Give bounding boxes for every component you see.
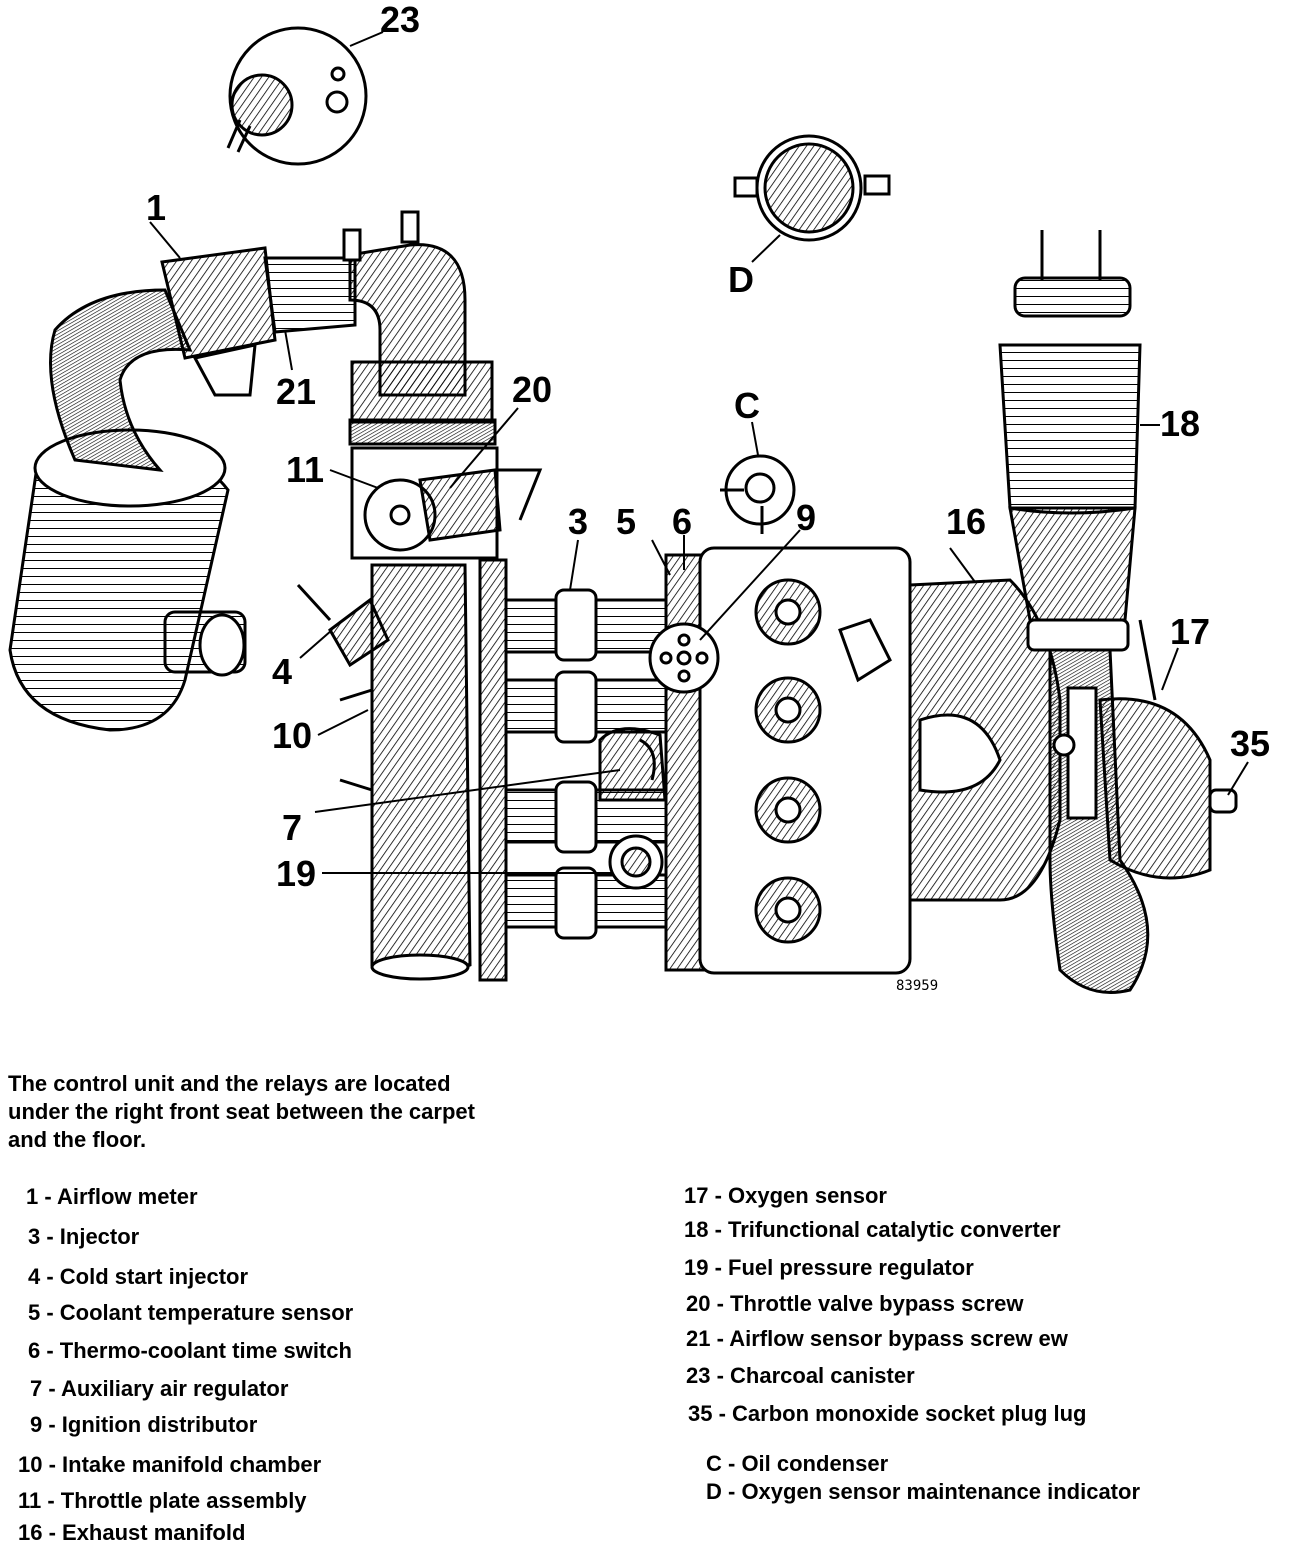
legend-item-35: 35 - Carbon monoxide socket plug lug bbox=[688, 1401, 1087, 1426]
legend-item-17: 17 - Oxygen sensor bbox=[684, 1183, 887, 1208]
legend-item-10: 10 - Intake manifold chamber bbox=[18, 1452, 322, 1477]
legend-item-1: 1 - Airflow meter bbox=[26, 1184, 198, 1209]
callout-labels: 23 1 21 D 20 C 18 11 3 5 6 9 16 17 4 35 … bbox=[146, 0, 1270, 994]
callout-20: 20 bbox=[512, 369, 552, 410]
legend-item-19: 19 - Fuel pressure regulator bbox=[684, 1255, 974, 1280]
callout-35: 35 bbox=[1230, 723, 1270, 764]
callout-7: 7 bbox=[282, 807, 302, 848]
callout-19: 19 bbox=[276, 853, 316, 894]
catalytic-converter bbox=[998, 230, 1160, 652]
callout-1: 1 bbox=[146, 187, 166, 228]
legend-item-c: C - Oil condenser bbox=[706, 1451, 889, 1476]
ignition-distributor bbox=[648, 529, 801, 694]
legend-item-d: D - Oxygen sensor maintenance indicator bbox=[706, 1479, 1141, 1504]
cylinder-head bbox=[651, 535, 912, 975]
note-line: and the floor. bbox=[8, 1127, 147, 1152]
throttle-plate-assembly bbox=[329, 407, 543, 560]
throttle-elbow bbox=[342, 210, 497, 446]
intake-hose bbox=[49, 288, 193, 472]
engine-diagram: 23 1 21 D 20 C 18 11 3 5 6 9 16 17 4 35 … bbox=[8, 0, 1270, 994]
callout-5: 5 bbox=[616, 501, 636, 542]
charcoal-canister-detail bbox=[226, 26, 384, 166]
note-line: The control unit and the relays are loca… bbox=[8, 1071, 451, 1096]
cold-start-injector bbox=[296, 583, 390, 668]
legend-item-18: 18 - Trifunctional catalytic converter bbox=[684, 1217, 1061, 1242]
legend-item-11: 11 - Throttle plate assembly bbox=[18, 1488, 307, 1513]
figure-number: 83959 bbox=[896, 978, 938, 994]
callout-17: 17 bbox=[1170, 611, 1210, 652]
oil-condenser-detail bbox=[720, 421, 796, 534]
legend-item-3: 3 - Injector bbox=[28, 1224, 140, 1249]
callout-21: 21 bbox=[276, 371, 316, 412]
callout-4: 4 bbox=[272, 651, 292, 692]
exhaust-downpipe bbox=[1048, 619, 1249, 994]
intake-runners bbox=[504, 539, 668, 940]
legend-item-5: 5 - Coolant temperature sensor bbox=[28, 1300, 354, 1325]
location-note: The control unit and the relays are loca… bbox=[8, 1070, 568, 1154]
legend-item-20: 20 - Throttle valve bypass screw bbox=[686, 1291, 1024, 1316]
auxiliary-air-regulator bbox=[314, 727, 667, 813]
airflow-meter bbox=[149, 221, 357, 397]
legend-item-21: 21 - Airflow sensor bypass screw ew bbox=[686, 1326, 1068, 1351]
callout-18: 18 bbox=[1160, 403, 1200, 444]
callout-10: 10 bbox=[272, 715, 312, 756]
note-line: under the right front seat between the c… bbox=[8, 1099, 475, 1124]
air-filter bbox=[8, 428, 247, 732]
fuel-pressure-regulator bbox=[322, 834, 664, 890]
callout-9: 9 bbox=[796, 497, 816, 538]
callout-3: 3 bbox=[568, 501, 588, 542]
injector bbox=[554, 588, 598, 940]
exhaust-manifold bbox=[908, 547, 1062, 902]
maintenance-indicator-detail bbox=[733, 134, 891, 263]
legend-item-6: 6 - Thermo-coolant time switch bbox=[28, 1338, 352, 1363]
legend-item-7: 7 - Auxiliary air regulator bbox=[30, 1376, 289, 1401]
callout-16: 16 bbox=[946, 501, 986, 542]
callout-6: 6 bbox=[672, 501, 692, 542]
callout-c: C bbox=[734, 385, 760, 426]
legend-item-23: 23 - Charcoal canister bbox=[686, 1363, 915, 1388]
callout-23: 23 bbox=[380, 0, 420, 40]
callout-d: D bbox=[728, 259, 754, 300]
callout-11: 11 bbox=[286, 449, 324, 490]
legend-item-16: 16 - Exhaust manifold bbox=[18, 1520, 246, 1545]
legend-item-4: 4 - Cold start injector bbox=[28, 1264, 249, 1289]
legend-item-9: 9 - Ignition distributor bbox=[30, 1412, 258, 1437]
